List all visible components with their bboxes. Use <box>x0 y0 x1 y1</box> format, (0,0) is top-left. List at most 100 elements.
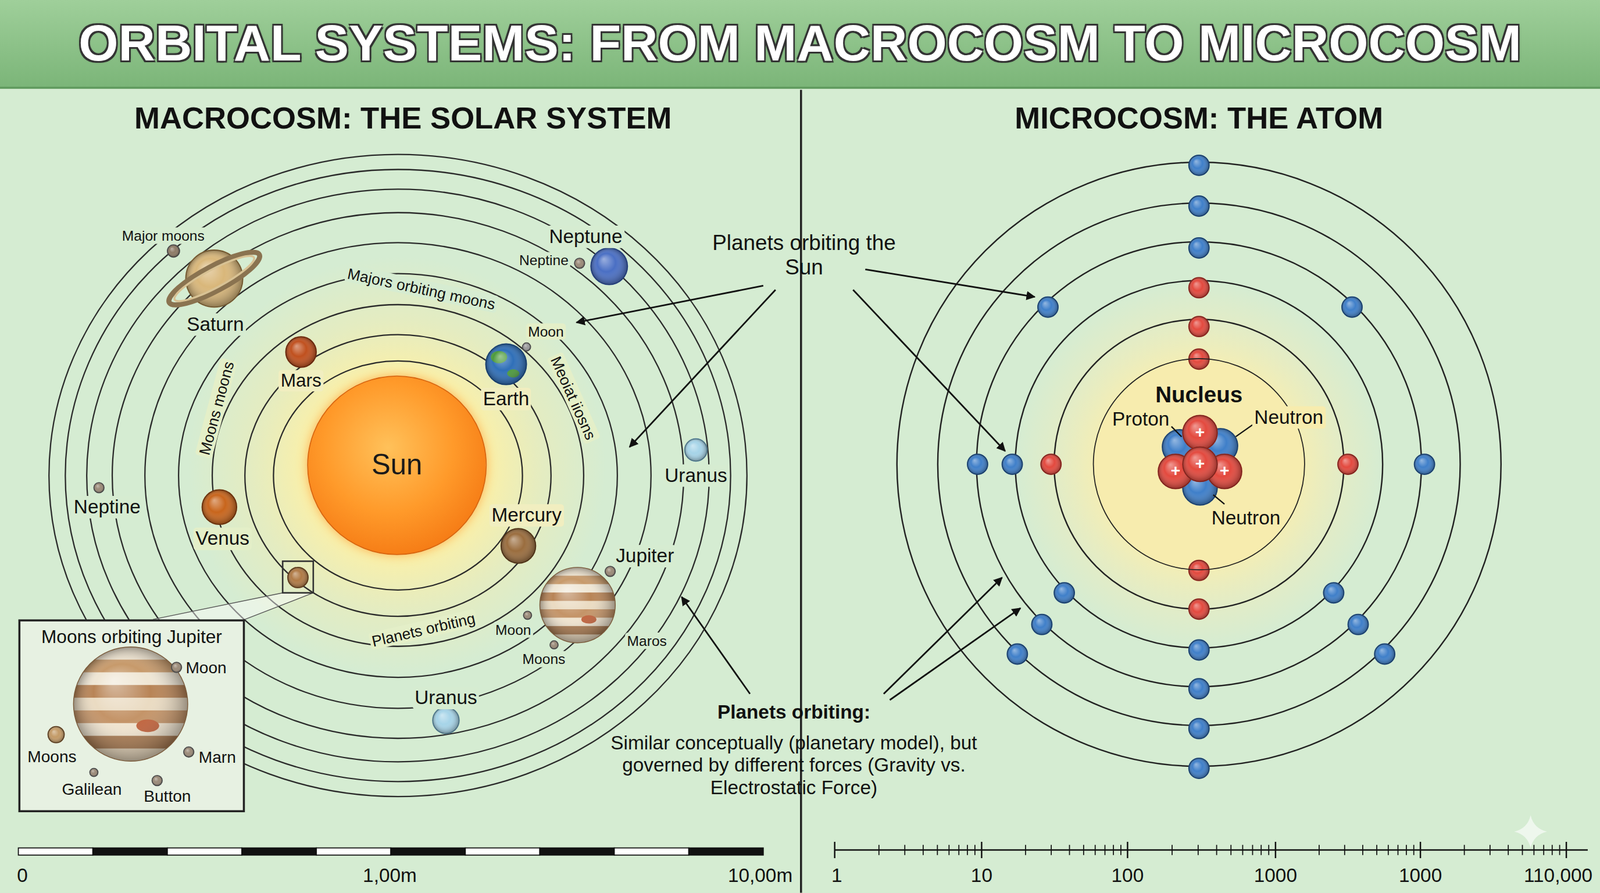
planet-outline <box>539 567 616 644</box>
node-text: Moons orbiting Jupiter <box>41 626 223 648</box>
axis-tick <box>1344 844 1346 856</box>
shading <box>1188 758 1210 779</box>
shading <box>152 775 163 787</box>
shading <box>1031 614 1052 635</box>
shading <box>1188 718 1210 739</box>
moon-dot <box>550 640 559 649</box>
part-label: Marn <box>198 748 237 768</box>
shading <box>1188 639 1210 660</box>
axis-tick <box>1242 844 1244 856</box>
shading <box>1414 454 1435 475</box>
inset-fill <box>19 620 244 812</box>
part-label: Similar conceptually (planetary model), … <box>597 731 991 799</box>
axis-tick <box>1397 844 1399 856</box>
electron-dot <box>1054 582 1075 603</box>
moon-dot <box>47 726 64 744</box>
electron-dot <box>1341 297 1363 318</box>
electron-shell <box>937 202 1461 726</box>
axis-tick <box>1216 844 1218 856</box>
axis-tick <box>1565 841 1567 859</box>
electron-shell <box>1015 280 1383 649</box>
axis-tick <box>1533 844 1535 856</box>
electron-dot <box>1188 718 1210 739</box>
axis-tick <box>1171 844 1173 856</box>
orbit-ring <box>212 304 584 647</box>
axis-tick <box>1025 844 1027 856</box>
part-label: Neptine <box>71 495 143 519</box>
scale-segment <box>18 847 94 855</box>
axis-tick <box>1104 844 1106 856</box>
axis-tick <box>904 844 906 856</box>
shading <box>202 489 238 525</box>
scale-number: 110,000 <box>1523 864 1593 887</box>
electron-dot <box>1188 195 1210 217</box>
shading <box>684 438 708 462</box>
inset-box: Moons orbiting Jupiter <box>18 619 246 813</box>
axis-tick <box>1376 844 1378 856</box>
jupiter-planet <box>539 567 616 644</box>
axis-tick <box>1126 841 1128 859</box>
zoom-line <box>152 593 283 620</box>
shading <box>550 640 559 649</box>
orbit-ring <box>244 334 552 617</box>
shading <box>183 747 195 758</box>
sun-disc: Sun <box>306 375 487 556</box>
electron-dot <box>1188 639 1210 660</box>
part-label: Major moons <box>119 227 207 244</box>
shading <box>1188 195 1210 217</box>
shading <box>171 662 182 673</box>
shading <box>1188 155 1210 176</box>
orbit-ring <box>112 212 684 739</box>
leader-arrow <box>629 289 776 447</box>
axis-tick <box>958 844 960 856</box>
axis-tick <box>922 844 924 856</box>
axis-tick <box>1489 844 1491 856</box>
axis-tick <box>1120 844 1122 856</box>
electron-dot <box>1031 614 1052 635</box>
leader-line <box>1213 494 1225 505</box>
part-label: Planets orbiting: <box>717 701 871 724</box>
electron-dot <box>967 454 988 475</box>
earth-planet <box>485 343 527 385</box>
electron-dot <box>1040 454 1062 475</box>
section-heading: MACROCOSM: THE SOLAR SYSTEM <box>134 100 672 137</box>
part-label: Neptine <box>517 251 571 269</box>
shading <box>93 482 105 494</box>
axis-tick <box>1387 844 1389 856</box>
axis-tick <box>936 844 938 856</box>
moon-dot <box>152 775 163 787</box>
axis-tick <box>1405 844 1407 856</box>
part-label: Venus <box>193 527 252 550</box>
part-label: Moon <box>526 323 567 340</box>
moon-dot <box>522 343 531 352</box>
scale-number: 0 <box>16 864 28 887</box>
shading <box>523 611 532 620</box>
moon-dot <box>167 244 180 257</box>
electron-dot <box>1374 643 1395 664</box>
proton-ball <box>1182 415 1218 450</box>
shading <box>522 343 531 352</box>
shading <box>1341 297 1363 318</box>
axis-tick <box>1522 844 1524 856</box>
axis-tick <box>1362 844 1364 856</box>
venus-planet <box>202 489 238 525</box>
electron-dot <box>1188 316 1210 337</box>
part-label: Neutron <box>1252 406 1326 429</box>
part-label: Mercury <box>489 504 564 527</box>
axis-tick <box>1413 844 1415 856</box>
part-label: Proton <box>1112 408 1170 431</box>
scale-segment <box>167 847 242 855</box>
title-bar <box>0 0 1600 88</box>
part-label: Uranus <box>662 464 730 487</box>
saturn-ring <box>170 249 259 308</box>
axis-tick <box>1419 841 1421 859</box>
axis-tick <box>1507 844 1509 856</box>
electron-dot <box>1002 454 1023 475</box>
shading <box>89 768 98 777</box>
part-label: Galilean <box>61 780 122 799</box>
shading <box>1037 297 1059 318</box>
axis-tick <box>1230 844 1232 856</box>
uranus-planet <box>432 706 460 734</box>
leader-arrow <box>889 608 1021 700</box>
axis-tick <box>878 844 880 856</box>
